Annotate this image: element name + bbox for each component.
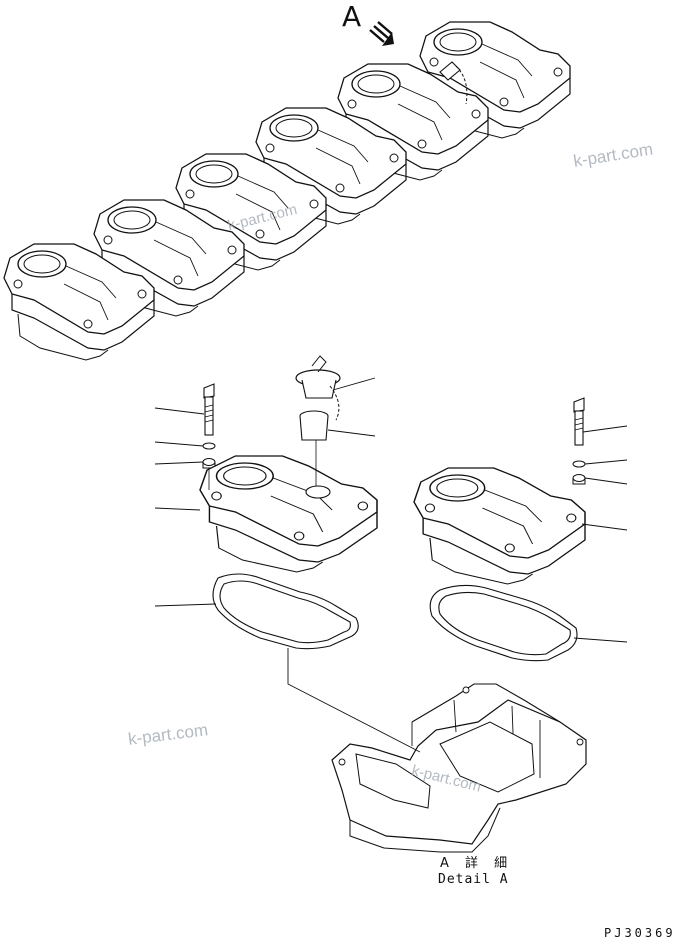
gasket-right [429,584,578,662]
view-arrow-icon [369,21,394,46]
washer-right [572,460,586,468]
callout-leaders [154,377,628,753]
rocker-cover-right [413,467,586,585]
bolt-right [573,397,585,446]
bolt-left [203,383,215,436]
filler-adapter [299,410,329,441]
drawing-number: PJ30369 [604,926,676,940]
view-label: A [342,0,362,33]
rocker-cover-assembly [3,21,571,361]
rocker-cover-left [199,455,378,573]
oil-filler-cap [295,355,341,421]
detail-label-en: Detail A [438,872,509,887]
grommet-right [572,474,586,485]
cover-base-detail [331,683,587,853]
gasket-left [212,573,359,650]
washer-left [202,442,216,450]
detail-label-jp: A 詳 細 [440,856,514,871]
